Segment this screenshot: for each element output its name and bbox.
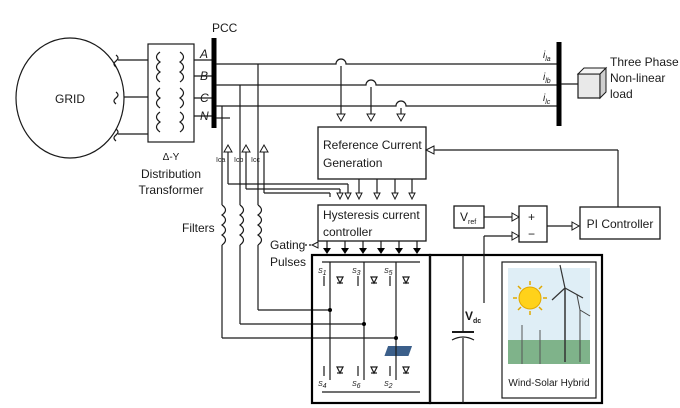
grid-source: [15, 37, 125, 159]
summer-minus: −: [528, 227, 535, 241]
grid-feeder-lines: [113, 54, 148, 142]
filter-current-sensing: [223, 143, 352, 201]
hybrid-label: Wind-Solar Hybrid: [508, 378, 589, 389]
hysteresis-controller-block: [317, 204, 427, 242]
dc-link-capacitor: [451, 255, 475, 403]
reference-current-generation-block: [317, 126, 427, 180]
reference-label-line2: Generation: [323, 156, 382, 170]
inverter-switch-s2: [389, 366, 410, 376]
load-label-line3: load: [610, 87, 633, 101]
switch-label-s6: S6: [352, 381, 361, 390]
grid-label: GRID: [55, 92, 85, 106]
vdc-label: Vdc: [465, 309, 481, 325]
inverter-switch-s3: [357, 262, 378, 380]
wind-solar-illustration: [384, 264, 591, 364]
switch-label-s1: S1: [318, 268, 327, 277]
transformer-label-line2: Transformer: [139, 183, 204, 197]
load-label-line1: Three Phase: [610, 55, 679, 69]
inverter-switch-s5: [389, 262, 410, 380]
inverter-dc-rails: [322, 261, 420, 393]
switch-label-s3: S3: [352, 268, 361, 277]
phase-lines: [216, 58, 558, 119]
transformer-primary-coil-c: [155, 111, 162, 133]
pcc-label: PCC: [212, 21, 238, 35]
transformer-output-lines: [194, 59, 214, 117]
phase-b-label: B: [200, 69, 208, 83]
gating-label-line1: Gating: [270, 238, 305, 252]
phase-a-label: A: [199, 47, 208, 61]
filter-to-inverter-lines: [221, 245, 396, 339]
filter-branch-lines: [221, 64, 259, 205]
pi-controller-label: PI Controller: [587, 217, 654, 231]
distribution-transformer: [147, 43, 195, 143]
load-current-a: ila: [543, 50, 551, 63]
transformer-secondary-coil-b: [178, 87, 185, 109]
reference-label-line1: Reference Current: [323, 138, 422, 152]
load-current-sensing: [336, 66, 406, 123]
filter-current-a: Ica: [216, 157, 225, 164]
transformer-symbol: Δ-Y: [163, 152, 180, 163]
summer-plus: +: [528, 210, 535, 224]
pi-controller-block: [579, 206, 661, 240]
gating-label-line2: Pulses: [270, 255, 306, 269]
switch-label-s4: S4: [318, 381, 327, 390]
filter-inductor-a: [220, 204, 227, 246]
filters-label: Filters: [182, 221, 215, 235]
filter-inductor-b: [238, 204, 245, 246]
switch-label-s2: S2: [384, 381, 393, 390]
summer-to-pi-arrow: [571, 221, 581, 231]
switch-label-s5: S5: [384, 268, 393, 277]
inverter-switch-s1: [323, 262, 344, 380]
hysteresis-label-line2: controller: [323, 225, 372, 239]
inverter-switch-s4: [323, 366, 344, 376]
neutral-label: N: [200, 109, 209, 123]
reference-to-hysteresis-signals: [355, 179, 416, 201]
vdc-feedback-path: [483, 231, 521, 303]
vref-arrow: [511, 212, 521, 222]
transformer-primary-coil-a: [155, 51, 162, 83]
nonlinear-load-block: [576, 66, 608, 100]
pi-feedback-path: [424, 145, 619, 207]
transformer-secondary-coil-a: [178, 51, 185, 83]
load-label-line2: Non-linear: [610, 71, 665, 85]
load-current-c: ilc: [543, 93, 551, 106]
gating-pulse-arrows: [305, 241, 421, 254]
hysteresis-label-line1: Hysteresis current: [323, 208, 420, 222]
transformer-primary-coil-b: [155, 87, 162, 109]
transformer-label-line1: Distribution: [141, 167, 201, 181]
filter-inductor-c: [256, 204, 263, 246]
filter-current-b: Icb: [234, 157, 243, 164]
error-summer-block: [518, 205, 548, 243]
inverter-switch-s6: [357, 366, 378, 376]
filter-current-c: Icc: [251, 157, 260, 164]
vref-label: Vref: [460, 210, 476, 226]
load-current-b: ilb: [543, 72, 551, 85]
transformer-secondary-coil-c: [178, 111, 185, 133]
phase-c-label: C: [200, 91, 209, 105]
wind-solar-hybrid-block: [501, 261, 597, 399]
